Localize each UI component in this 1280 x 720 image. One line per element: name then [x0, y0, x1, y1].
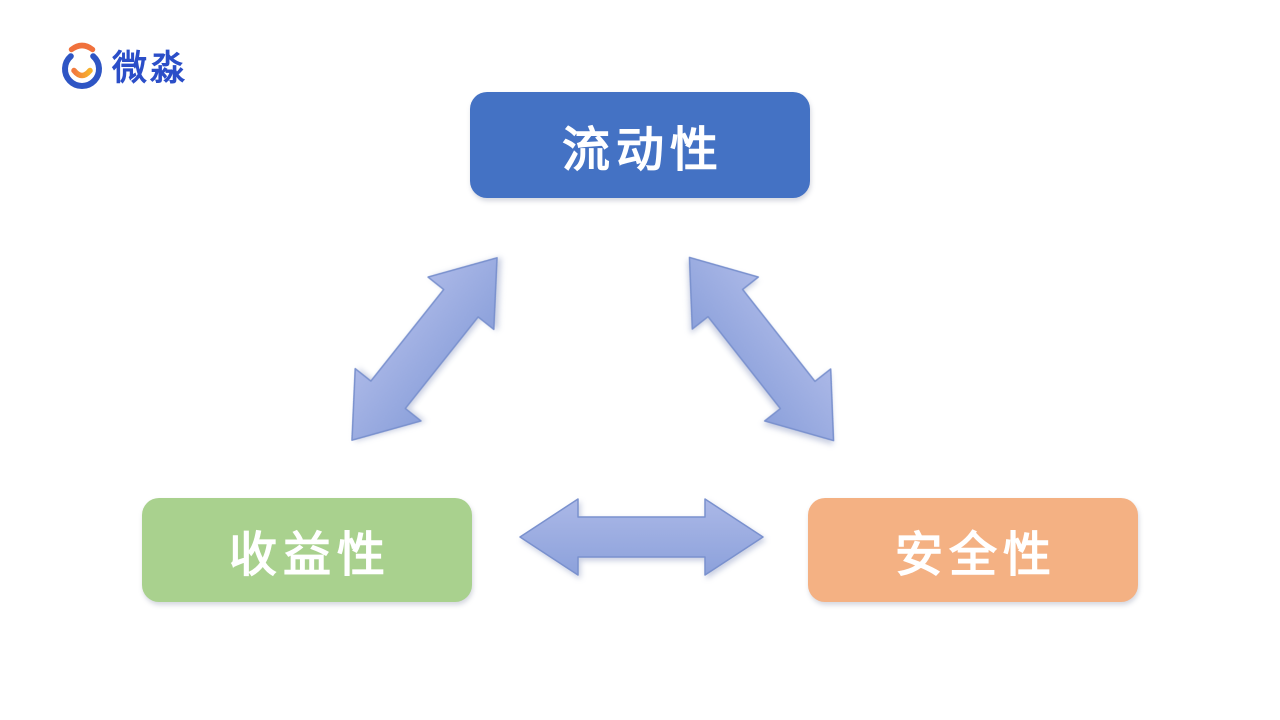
node-safety: 安全性 [808, 498, 1138, 602]
double-arrow-profitability-liquidity-icon [351, 257, 498, 441]
brand-logo: 微淼 [58, 40, 188, 90]
node-safety-label: 安全性 [894, 529, 1057, 582]
node-liquidity-label: 流动性 [561, 124, 724, 177]
node-liquidity: 流动性 [470, 92, 810, 198]
weimiao-logo-icon [62, 42, 102, 89]
node-profitability: 收益性 [142, 498, 472, 602]
double-arrow-profitability-safety-icon [519, 498, 764, 576]
double-arrow-liquidity-safety-icon [688, 256, 835, 442]
brand-logo-text: 微淼 [112, 48, 189, 88]
node-profitability-label: 收益性 [228, 529, 391, 582]
